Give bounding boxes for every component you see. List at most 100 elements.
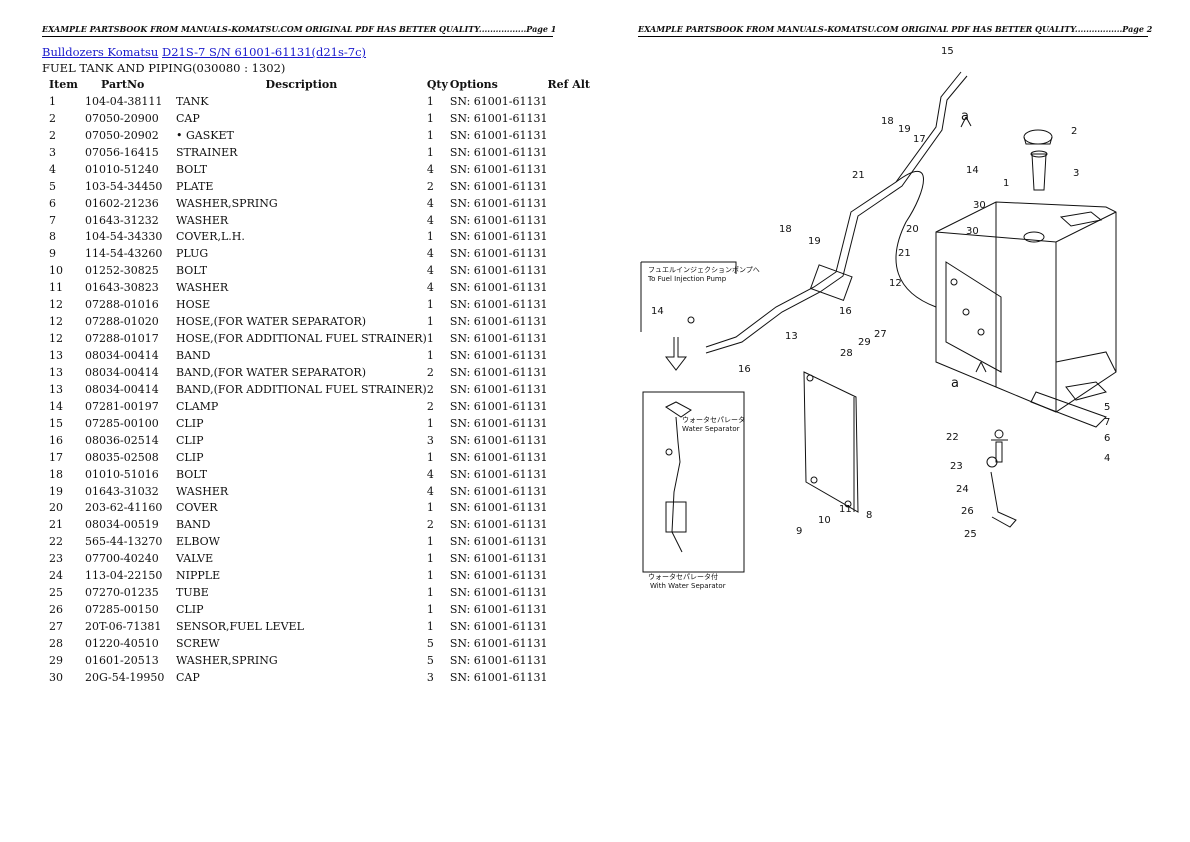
breadcrumb-link-bulldozers[interactable]: Bulldozers Komatsu [42, 45, 159, 59]
cell-description: CAP [176, 670, 200, 684]
cell-item: 21 [49, 518, 63, 532]
cell-partno: 565-44-13270 [85, 535, 163, 549]
cell-description: BOLT [176, 467, 208, 481]
cell-item: 27 [49, 620, 63, 634]
section-title: FUEL TANK AND PIPING(030080 : 1302) [42, 61, 286, 75]
cell-partno: 07288-01017 [85, 332, 159, 346]
cell-options: SN: 61001-61131 [449, 128, 548, 142]
cell-options: SN: 61001-61131 [449, 281, 548, 295]
cell-item: 3 [49, 145, 56, 159]
cell-qty: 4 [426, 467, 434, 481]
cell-partno: 20G-54-19950 [85, 670, 165, 684]
cell-options: SN: 61001-61131 [449, 349, 548, 363]
arrow-label-a-bottom: a [951, 376, 959, 391]
callout-number: 9 [796, 526, 802, 537]
cell-qty: 5 [426, 636, 434, 650]
cell-qty: 4 [426, 281, 434, 295]
callout-number: 13 [785, 331, 798, 342]
cell-item: 12 [49, 298, 63, 312]
parts-table-header: Item PartNo Description Qty Options Ref … [42, 76, 608, 93]
cell-qty: 4 [426, 264, 434, 278]
cell-ref-alt [548, 652, 608, 669]
callout-number: 14 [966, 165, 979, 176]
cell-description: CLIP [176, 433, 204, 447]
cell-qty: 3 [426, 670, 434, 684]
callout-number: 8 [866, 510, 872, 521]
cell-partno: 07281-00197 [85, 399, 159, 413]
cell-item: 2 [49, 111, 56, 125]
cell-partno: 07050-20900 [85, 111, 159, 125]
cell-partno: 203-62-41160 [85, 501, 163, 515]
fuel-tank-diagram: 1518191714212021123303018191216131614272… [640, 46, 1117, 590]
inset-label-jp: ウォータセパレータ [682, 415, 745, 424]
callout-number: 6 [1104, 433, 1110, 444]
callout-number: 16 [738, 364, 751, 375]
cell-ref-alt [548, 533, 608, 550]
cell-partno: 01643-30823 [85, 281, 159, 295]
cell-qty: 5 [426, 653, 434, 667]
cell-ref-alt [548, 347, 608, 364]
cell-description: CLIP [176, 450, 204, 464]
callout-number: 28 [840, 348, 853, 359]
cell-ref-alt [548, 364, 608, 381]
cell-ref-alt [548, 432, 608, 449]
cell-partno: 01602-21236 [85, 196, 159, 210]
column-header-description: Description [265, 78, 338, 91]
cell-item: 17 [49, 450, 63, 464]
breadcrumb-link-model[interactable]: D21S-7 S/N 61001-61131(d21s-7c) [161, 45, 367, 59]
cell-partno: 103-54-34450 [85, 179, 163, 193]
cell-description: WASHER,SPRING [176, 653, 278, 667]
cell-partno: 07270-01235 [85, 586, 159, 600]
cell-qty: 1 [426, 94, 434, 108]
callout-number: 11 [839, 504, 852, 515]
cell-options: SN: 61001-61131 [449, 332, 548, 346]
cell-partno: 01010-51016 [85, 467, 159, 481]
cell-item: 24 [49, 569, 63, 583]
cell-description: VALVE [176, 552, 214, 566]
callout-number: 26 [961, 506, 974, 517]
callout-number: 18 [881, 116, 894, 127]
cell-options: SN: 61001-61131 [449, 603, 548, 617]
cell-item: 2 [49, 128, 56, 142]
cell-ref-alt [548, 516, 608, 533]
cell-options: SN: 61001-61131 [449, 620, 548, 634]
cell-description: HOSE,(FOR WATER SEPARATOR) [176, 315, 367, 329]
cell-partno: 104-54-34330 [85, 230, 163, 244]
cell-ref-alt [548, 313, 608, 330]
inset-label-en: Water Separator [682, 425, 740, 433]
cell-description: WASHER [176, 213, 229, 227]
cell-ref-alt [548, 178, 608, 195]
cell-partno: 08034-00414 [85, 365, 159, 379]
cell-item: 12 [49, 332, 63, 346]
cell-qty: 1 [426, 450, 434, 464]
cell-ref-alt [548, 500, 608, 517]
callout-number: 24 [956, 484, 969, 495]
cell-item: 11 [49, 281, 63, 295]
cell-item: 29 [49, 653, 63, 667]
cell-options: SN: 61001-61131 [449, 179, 548, 193]
callout-number: 4 [1104, 453, 1110, 464]
cell-item: 30 [49, 670, 63, 684]
cell-options: SN: 61001-61131 [449, 111, 548, 125]
cell-partno: 08034-00414 [85, 382, 159, 396]
callout-number: 19 [808, 236, 821, 247]
cell-qty: 1 [426, 230, 434, 244]
cell-qty: 1 [426, 298, 434, 312]
cell-options: SN: 61001-61131 [449, 416, 548, 430]
cell-qty: 1 [426, 620, 434, 634]
callout-number: 25 [964, 529, 977, 540]
cell-ref-alt [548, 212, 608, 229]
fuel-hose [705, 71, 968, 354]
